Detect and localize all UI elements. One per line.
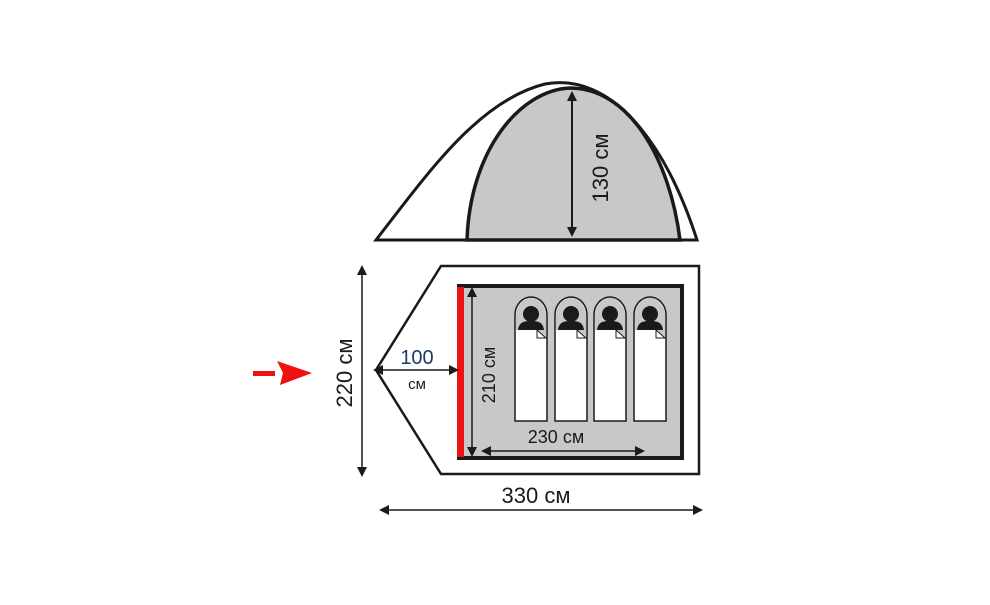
sleeping-places	[514, 296, 667, 422]
vestibule-value: 100	[400, 347, 433, 369]
overall-length-label: 330 см	[502, 483, 571, 508]
floor-plan: 210 см 230 см 100 см 220 см 330 см	[332, 264, 703, 515]
inner-length-label: 210 см	[479, 347, 499, 403]
entrance-arrow-icon	[253, 361, 312, 385]
sleeping-bag	[633, 296, 667, 422]
entrance-marker	[457, 287, 464, 457]
side-view: 130 см	[372, 81, 700, 242]
sleeping-bag	[593, 296, 627, 422]
inner-width-label: 230 см	[528, 427, 584, 447]
sleeping-bag	[514, 296, 548, 422]
overall-width-label: 220 см	[332, 339, 357, 408]
vestibule-unit: см	[408, 376, 426, 393]
sleeping-bag	[554, 296, 588, 422]
height-label: 130 см	[588, 134, 613, 203]
